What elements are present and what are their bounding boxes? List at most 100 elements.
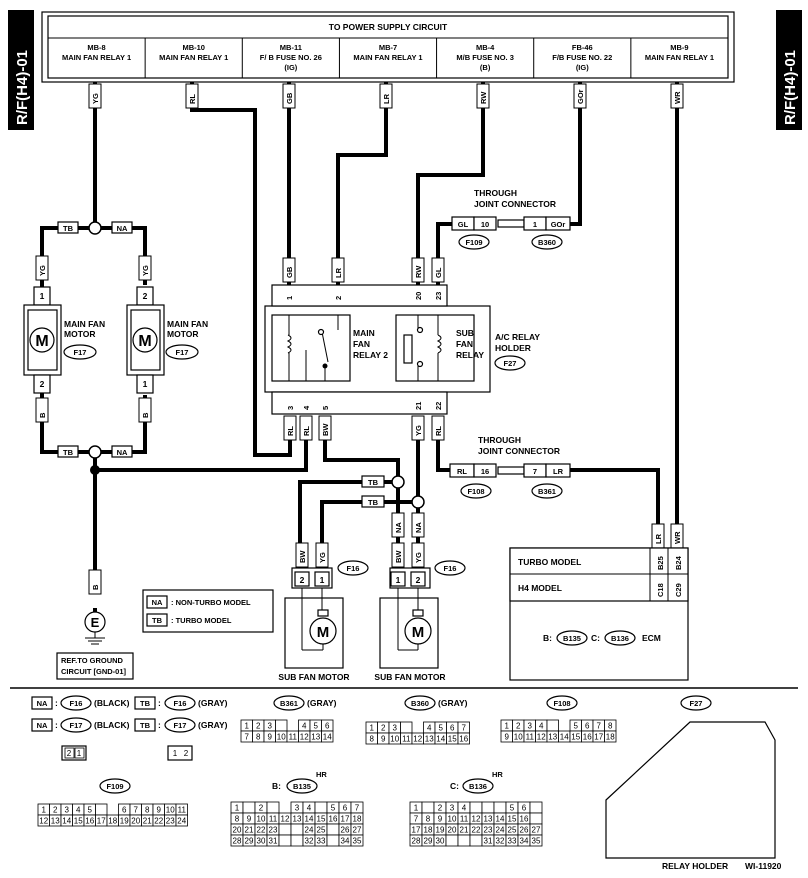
svg-text:SUB FAN MOTOR: SUB FAN MOTOR xyxy=(278,672,349,682)
connector-pin: 1 xyxy=(414,804,419,813)
connector-pin: 12 xyxy=(413,735,422,744)
svg-text:M: M xyxy=(35,333,48,350)
svg-text:JOINT CONNECTOR: JOINT CONNECTOR xyxy=(474,199,556,209)
svg-text:M: M xyxy=(412,624,425,641)
connector-pin: 2 xyxy=(438,804,443,813)
connector-pin: 20 xyxy=(131,817,140,826)
connector-pin: 9 xyxy=(268,733,273,742)
connector-pin: 19 xyxy=(120,817,129,826)
connector-pin: 9 xyxy=(247,815,252,824)
header-col-desc: F/B FUSE NO. 22 xyxy=(552,53,612,62)
header-col-id: MB-9 xyxy=(670,43,688,52)
svg-text:F109: F109 xyxy=(465,238,482,247)
header-col-desc: MAIN FAN RELAY 1 xyxy=(353,53,422,62)
svg-text:1: 1 xyxy=(143,379,148,389)
svg-text:1: 1 xyxy=(320,575,325,585)
wire-label: YG xyxy=(138,255,152,281)
svg-text:YG: YG xyxy=(91,93,100,104)
svg-text:THROUGH: THROUGH xyxy=(474,188,517,198)
connector-pin: 6 xyxy=(522,804,527,813)
connector-pin: 7 xyxy=(134,806,139,815)
svg-text:F17: F17 xyxy=(70,721,83,730)
wire-label: LR xyxy=(331,257,345,283)
svg-text:C:: C: xyxy=(591,633,600,643)
svg-text::: : xyxy=(158,698,161,708)
svg-text:TB: TB xyxy=(63,448,74,457)
connector-pin: 29 xyxy=(424,837,433,846)
svg-text:TB: TB xyxy=(368,478,379,487)
svg-text:(BLACK): (BLACK) xyxy=(94,720,130,730)
svg-text:: TURBO MODEL: : TURBO MODEL xyxy=(171,616,232,625)
connector-pin: 26 xyxy=(341,826,350,835)
connector-pin: 15 xyxy=(448,735,457,744)
svg-text:YG: YG xyxy=(414,425,423,436)
svg-text:1: 1 xyxy=(77,749,82,758)
connector-pin: 14 xyxy=(305,815,314,824)
tb-na-tags: TB NA TB NA TB TB xyxy=(57,221,385,508)
svg-text:NA: NA xyxy=(394,522,403,533)
wire-label: BW xyxy=(318,415,332,441)
svg-text:WI-11920: WI-11920 xyxy=(745,861,782,871)
svg-text:NA: NA xyxy=(414,522,423,533)
header-col-id: MB-10 xyxy=(182,43,205,52)
header-col-desc: MAIN FAN RELAY 1 xyxy=(62,53,131,62)
svg-text:F17: F17 xyxy=(74,348,87,357)
junction-nodes xyxy=(88,221,425,509)
side-tag-left: R/F(H4)-01 xyxy=(8,10,34,130)
connector-pin: 9 xyxy=(157,806,162,815)
connector-pin: 33 xyxy=(508,837,517,846)
connector-pin: 35 xyxy=(353,837,362,846)
relay-pin: 21 xyxy=(414,402,423,410)
connector-pin: 18 xyxy=(606,733,615,742)
svg-text:RL: RL xyxy=(457,467,467,476)
svg-text:B361: B361 xyxy=(538,487,556,496)
header-col-id: MB-7 xyxy=(379,43,397,52)
connector-pin: 20 xyxy=(233,826,242,835)
svg-text:RL: RL xyxy=(188,94,197,104)
svg-text:ECM: ECM xyxy=(642,633,661,643)
connector-pin: 10 xyxy=(277,733,286,742)
connector-pin: 3 xyxy=(450,804,455,813)
header-col-id: MB-4 xyxy=(476,43,495,52)
svg-text:B135: B135 xyxy=(563,634,581,643)
connector-pin: 11 xyxy=(460,815,469,824)
relay-pin: 2 xyxy=(334,296,343,300)
connector-pin: 22 xyxy=(472,826,481,835)
connector-pin: 4 xyxy=(302,722,307,731)
connector-pin: 27 xyxy=(532,826,541,835)
svg-text:C29: C29 xyxy=(674,583,683,597)
connector-pin: 14 xyxy=(436,735,445,744)
connector-pin: 10 xyxy=(390,735,399,744)
connector-pin: 8 xyxy=(608,722,613,731)
connector-pin: 14 xyxy=(496,815,505,824)
svg-text:B: B xyxy=(91,584,100,590)
connector-pin: 8 xyxy=(426,815,431,824)
side-tag-right: R/F(H4)-01 xyxy=(776,10,802,130)
wire-label: WR xyxy=(670,523,684,549)
svg-text:A/C RELAY: A/C RELAY xyxy=(495,332,540,342)
svg-text:B135: B135 xyxy=(293,782,311,791)
wire-label: B xyxy=(138,397,152,423)
svg-text:R/F(H4)-01: R/F(H4)-01 xyxy=(14,50,31,125)
svg-text:NA: NA xyxy=(117,224,128,233)
connector-pin: 3 xyxy=(393,724,398,733)
svg-text:B:: B: xyxy=(272,781,281,791)
svg-text:YG: YG xyxy=(38,265,47,276)
svg-text:F27: F27 xyxy=(504,359,517,368)
svg-text:B: B xyxy=(38,412,47,418)
svg-text:RL: RL xyxy=(302,426,311,436)
connector-pin: 8 xyxy=(235,815,240,824)
connector-pin: 18 xyxy=(424,826,433,835)
wire-label: B xyxy=(88,569,102,595)
connector-pin: 5 xyxy=(314,722,319,731)
svg-text:: NON-TURBO MODEL: : NON-TURBO MODEL xyxy=(171,598,251,607)
svg-text:(BLACK): (BLACK) xyxy=(94,698,130,708)
connector-pin: 5 xyxy=(439,724,444,733)
header-col-desc: MAIN FAN RELAY 1 xyxy=(645,53,714,62)
wire-label: GL xyxy=(431,257,445,283)
svg-text:YG: YG xyxy=(318,552,327,563)
relay-pin: 3 xyxy=(286,406,295,410)
svg-text:MAIN FAN: MAIN FAN xyxy=(64,319,105,329)
